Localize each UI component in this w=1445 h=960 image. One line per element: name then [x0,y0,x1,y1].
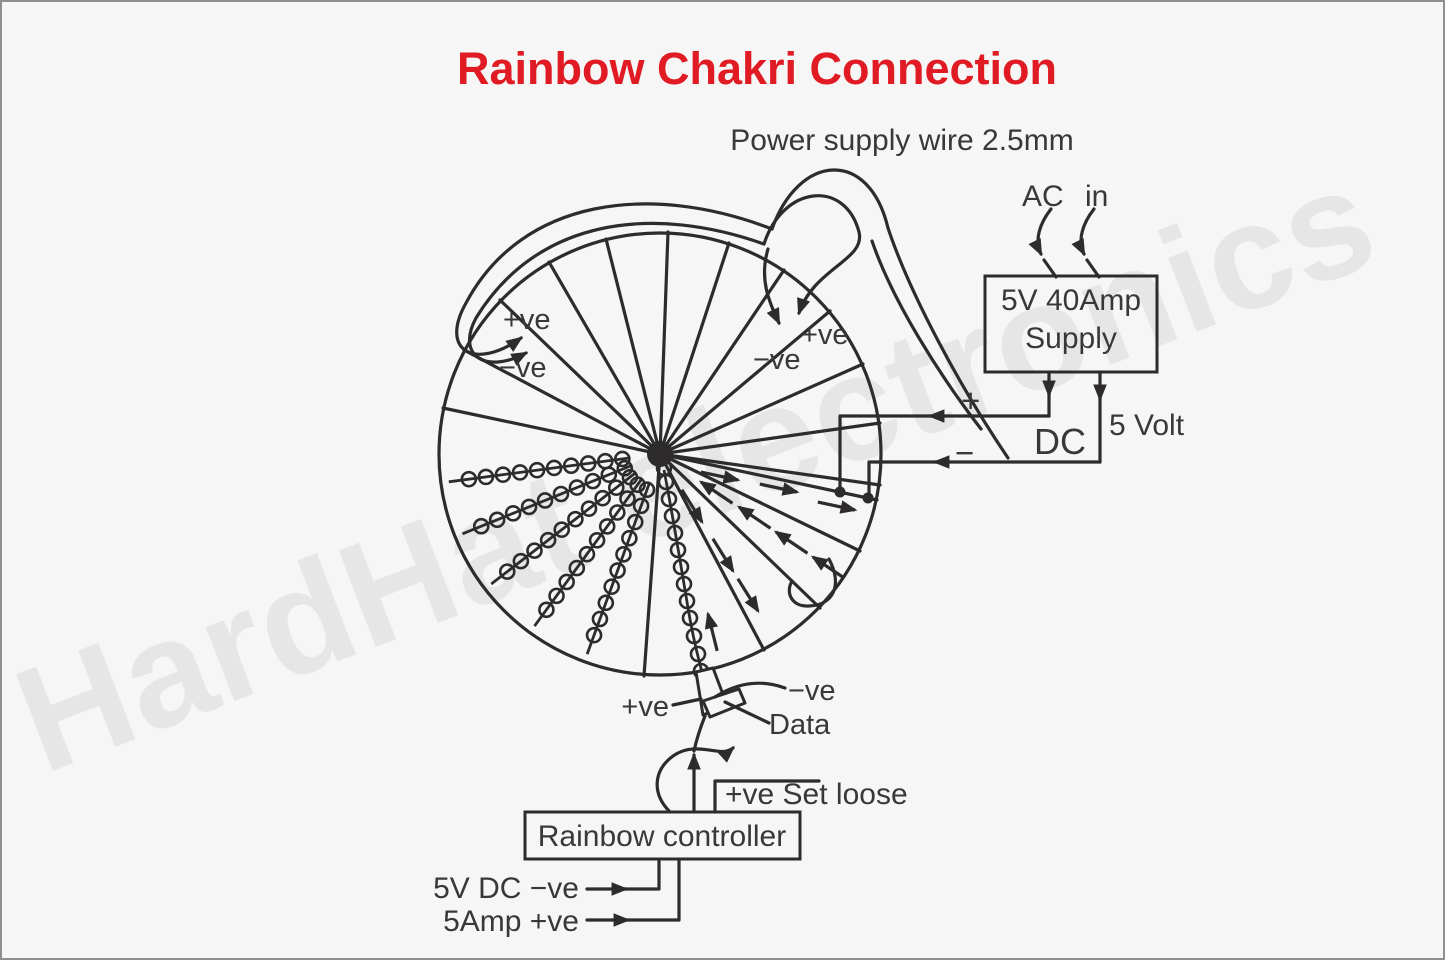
set-loose-bracket [713,779,821,814]
ac-input: AC in [1022,180,1108,279]
five-volt-label: 5 Volt [1109,409,1185,442]
connector-pos-leader [671,697,703,707]
ac-wire-2 [1071,207,1096,257]
ac-wire-1 [1028,207,1053,257]
supply-box-line1: 5V 40Amp [1001,284,1141,317]
power-wire-pair [455,168,1010,460]
set-loose-label: +ve Set loose [725,778,908,811]
controller-wiring [655,714,821,814]
left-tap-negative-label: −ve [499,352,547,384]
wheel-spokes [441,230,882,678]
connector-data-leader [723,700,771,725]
power-wire-note: Power supply wire 2.5mm [730,124,1073,157]
connector-pos-label: +ve [621,691,669,723]
ac-wire-2b [1085,258,1101,279]
input-positive-label: 5Amp +ve [443,905,579,938]
controller-box-label: Rainbow controller [538,820,786,853]
right-tap-negative-label: −ve [753,344,801,376]
input-negative-label: 5V DC −ve [433,872,579,905]
dc-label: DC [1034,421,1086,462]
right-tap-positive-label: +ve [801,319,849,351]
connector-data-label: Data [769,709,831,741]
connector-neg-label: −ve [788,675,836,707]
dc-plus-label: + [961,382,980,419]
controller-box: Rainbow controller [523,810,802,861]
strip-connector [671,666,787,725]
wheel-rim [437,231,883,677]
dc-minus-label: − [955,434,974,471]
page-title: Rainbow Chakri Connection [457,43,1057,94]
left-tap-positive-label: +ve [503,304,551,336]
supply-box: 5V 40Amp Supply [983,274,1159,374]
wire-turn-hook [787,557,837,608]
dc-output-wiring [838,370,1107,500]
watermark-text: HardHat electronics [2,133,1396,805]
controller-inputs [585,858,681,927]
connector-neg-leader [713,681,787,699]
ac-wire-1b [1042,258,1058,279]
led-strips-and-flow-arrows [448,450,858,692]
ac-label: AC [1022,180,1064,213]
in-label: in [1085,180,1108,213]
supply-box-line2: Supply [1025,322,1117,355]
